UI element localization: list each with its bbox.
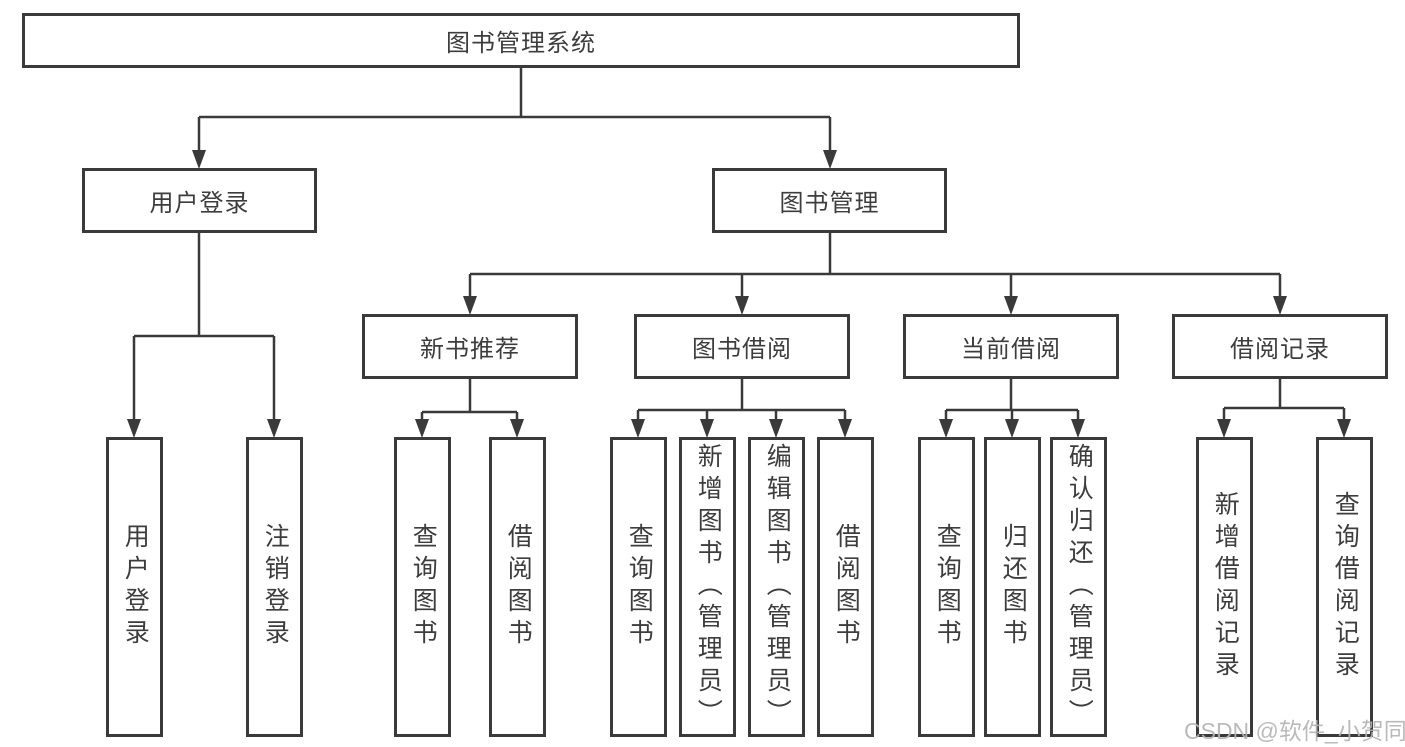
- node-label: 新增图书（管理员）: [694, 443, 723, 731]
- node-label: 查询图书: [409, 523, 438, 651]
- node-leaf-borrow-book: 借阅图书: [817, 437, 874, 737]
- node-label: 查询图书: [625, 523, 654, 651]
- node-leaf-query-books-borrow: 查询图书: [610, 437, 667, 737]
- node-label: 归还图书: [999, 523, 1028, 651]
- arrowheads: [127, 150, 1351, 438]
- node-leaf-query-books-recommend: 查询图书: [394, 437, 451, 737]
- node-leaf-query-borrow-record: 查询借阅记录: [1316, 437, 1373, 737]
- node-label: 借阅图书: [504, 523, 533, 651]
- node-leaf-borrow-books-recommend: 借阅图书: [489, 437, 546, 737]
- node-label: 新增借阅记录: [1211, 491, 1240, 683]
- node-label: 图书借阅: [692, 336, 792, 363]
- node-label: 借阅记录: [1230, 336, 1330, 363]
- node-book-borrow: 图书借阅: [634, 314, 850, 379]
- node-label: 注销登录: [261, 523, 290, 651]
- node-leaf-confirm-return-admin: 确认归还（管理员）: [1050, 437, 1107, 737]
- node-book-management: 图书管理: [712, 168, 947, 233]
- node-label: 当前借阅: [961, 336, 1061, 363]
- node-leaf-user-login: 用户登录: [106, 437, 163, 737]
- node-label: 确认归还（管理员）: [1065, 443, 1094, 731]
- node-label: 用户登录: [149, 190, 250, 217]
- node-new-book-recommend: 新书推荐: [362, 314, 578, 379]
- node-label: 用户登录: [121, 523, 150, 651]
- node-borrow-records: 借阅记录: [1172, 314, 1388, 379]
- node-leaf-add-book-admin: 新增图书（管理员）: [679, 437, 736, 737]
- csdn-watermark: CSDN @软件_小贺同学: [1184, 718, 1405, 744]
- node-leaf-add-borrow-record: 新增借阅记录: [1196, 437, 1253, 737]
- node-label: 查询借阅记录: [1331, 491, 1360, 683]
- node-label: 新书推荐: [420, 336, 520, 363]
- node-leaf-query-books-current: 查询图书: [918, 437, 975, 737]
- node-label: 编辑图书（管理员）: [763, 443, 792, 731]
- node-user-login: 用户登录: [82, 168, 317, 233]
- node-leaf-logout: 注销登录: [246, 437, 303, 737]
- node-label: 借阅图书: [832, 523, 861, 651]
- node-label: 查询图书: [933, 523, 962, 651]
- node-label: 图书管理: [779, 190, 880, 217]
- node-library-system: 图书管理系统: [22, 13, 1020, 68]
- node-current-borrow: 当前借阅: [903, 314, 1119, 379]
- node-leaf-edit-book-admin: 编辑图书（管理员）: [748, 437, 805, 737]
- node-label: 图书管理系统: [446, 30, 596, 57]
- node-leaf-return-book: 归还图书: [984, 437, 1041, 737]
